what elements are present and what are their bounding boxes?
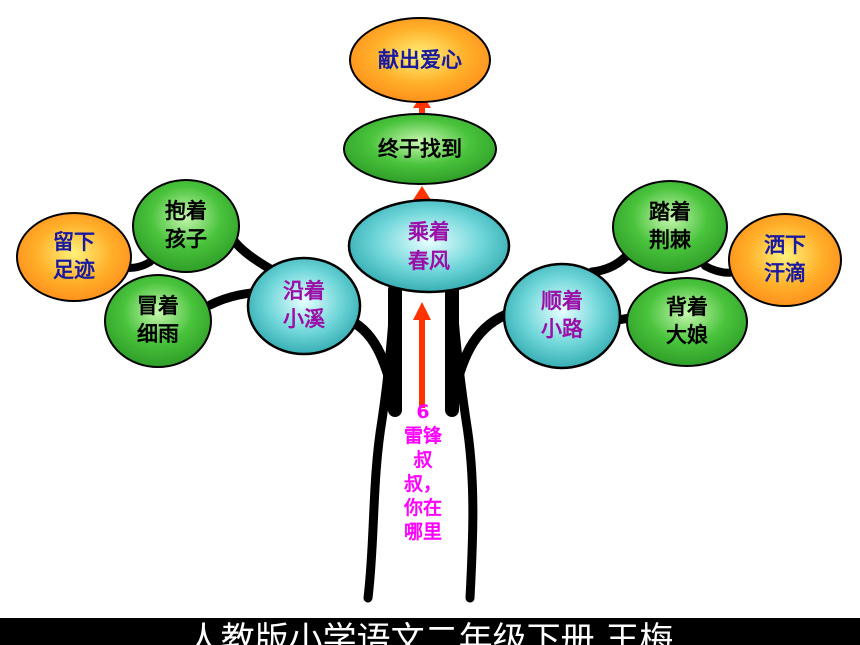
footer-text: 人教版小学语文二年级下册 王梅 bbox=[186, 620, 674, 645]
node-center-line1: 乘着 bbox=[407, 220, 450, 244]
node-right-hub-line1: 顺着 bbox=[541, 289, 583, 313]
node-in-rain-line1: 冒着 bbox=[137, 294, 179, 318]
node-in-rain: 冒着 细雨 bbox=[104, 274, 212, 368]
node-right-hub: 顺着 小路 bbox=[502, 262, 622, 370]
node-carry-lady-line2: 大娘 bbox=[666, 323, 708, 347]
node-hold-child-line2: 孩子 bbox=[165, 227, 207, 251]
node-hold-child-line1: 抱着 bbox=[165, 199, 207, 223]
node-thorns-line1: 踏着 bbox=[649, 200, 691, 224]
node-sweat: 洒下 汗滴 bbox=[728, 213, 842, 307]
node-footprints-line2: 足迹 bbox=[53, 258, 95, 282]
trunk-label: 6 雷锋 叔叔， 你在 哪里 bbox=[396, 400, 450, 544]
node-found: 终于找到 bbox=[343, 113, 497, 185]
node-right-hub-line2: 小路 bbox=[541, 317, 584, 341]
node-hold-child: 抱着 孩子 bbox=[132, 179, 240, 273]
trunk-line2: 叔叔， bbox=[403, 449, 442, 495]
trunk-line1: 雷锋 bbox=[403, 425, 442, 447]
node-left-hub-line1: 沿着 bbox=[283, 279, 325, 303]
node-center-line2: 春风 bbox=[408, 249, 450, 273]
node-thorns: 踏着 荆棘 bbox=[612, 180, 728, 274]
trunk-number: 6 bbox=[416, 401, 430, 423]
arrow-trunk-up bbox=[413, 302, 431, 408]
node-top-label: 献出爱心 bbox=[378, 48, 462, 72]
node-sweat-line1: 洒下 bbox=[764, 233, 806, 257]
node-found-label: 终于找到 bbox=[378, 137, 462, 161]
node-left-hub-line2: 小溪 bbox=[283, 307, 326, 331]
node-top: 献出爱心 bbox=[349, 17, 491, 103]
node-thorns-line2: 荆棘 bbox=[649, 228, 692, 252]
node-center: 乘着 春风 bbox=[347, 198, 511, 294]
node-footprints-line1: 留下 bbox=[53, 230, 95, 254]
node-carry-lady-line1: 背着 bbox=[666, 295, 708, 319]
trunk-line4: 哪里 bbox=[403, 521, 442, 543]
trunk-line3: 你在 bbox=[403, 497, 442, 519]
node-in-rain-line2: 细雨 bbox=[137, 322, 179, 346]
node-left-hub: 沿着 小溪 bbox=[246, 256, 362, 356]
node-sweat-line2: 汗滴 bbox=[764, 261, 806, 285]
footer-bar: 人教版小学语文二年级下册 王梅 bbox=[0, 618, 860, 645]
node-footprints: 留下 足迹 bbox=[16, 212, 132, 302]
node-carry-lady: 背着 大娘 bbox=[626, 277, 748, 367]
